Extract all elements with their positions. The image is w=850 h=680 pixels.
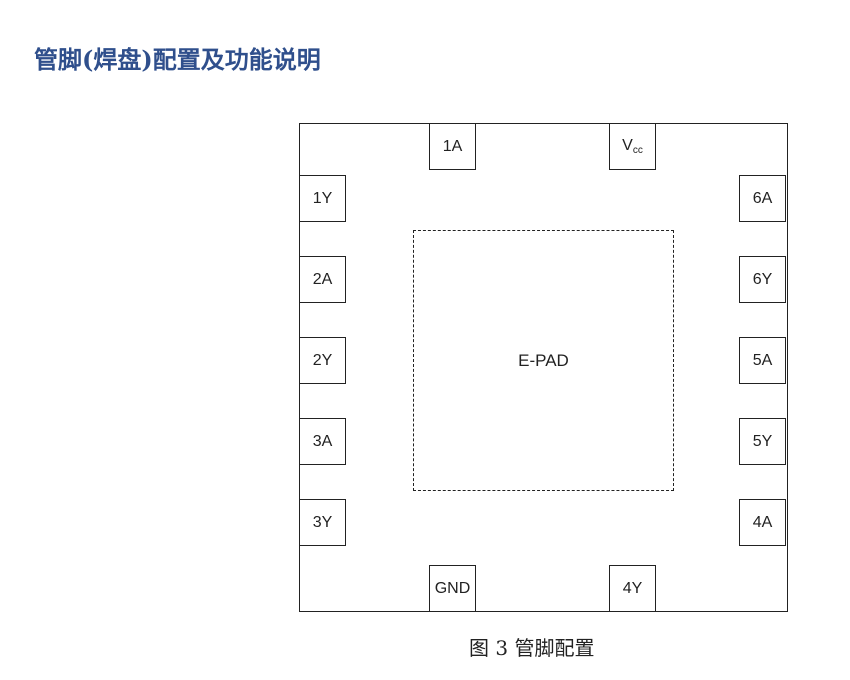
pin-4a: 4A — [739, 499, 786, 546]
pin-1a: 1A — [429, 123, 476, 170]
pin-3y-label: 3Y — [312, 513, 333, 531]
pin-gnd: GND — [429, 565, 476, 612]
pin-2a-label: 2A — [312, 270, 333, 288]
pin-5y: 5Y — [739, 418, 786, 465]
pin-vcc-main: V — [622, 137, 633, 154]
pin-2y: 2Y — [299, 337, 346, 384]
section-title: 管脚(焊盘)配置及功能说明 — [34, 45, 321, 74]
exposed-pad: E-PAD — [413, 230, 674, 491]
pin-6a-label: 6A — [752, 189, 773, 207]
pin-gnd-label: GND — [434, 579, 471, 597]
pin-3a-label: 3A — [312, 432, 333, 450]
pin-3a: 3A — [299, 418, 346, 465]
pin-4y: 4Y — [609, 565, 656, 612]
pin-1y: 1Y — [299, 175, 346, 222]
pin-2y-label: 2Y — [312, 351, 333, 369]
pin-1y-label: 1Y — [312, 189, 333, 207]
pin-6a: 6A — [739, 175, 786, 222]
figure-caption: 图 3 管脚配置 — [469, 636, 595, 660]
pin-6y-label: 6Y — [752, 270, 773, 288]
pin-3y: 3Y — [299, 499, 346, 546]
exposed-pad-label: E-PAD — [518, 350, 569, 370]
pin-vcc-label: Vcc — [622, 137, 643, 156]
pin-4y-label: 4Y — [622, 579, 643, 597]
pin-vcc-subscript: cc — [632, 145, 643, 156]
pin-5y-label: 5Y — [752, 432, 773, 450]
pin-4a-label: 4A — [752, 513, 773, 531]
pin-5a-label: 5A — [752, 351, 773, 369]
pin-5a: 5A — [739, 337, 786, 384]
pin-vcc: Vcc — [609, 123, 656, 170]
pin-6y: 6Y — [739, 256, 786, 303]
pin-2a: 2A — [299, 256, 346, 303]
package-outline: 1A Vcc 1Y 2A 2Y 3A 3Y 6A 6Y 5A 5Y 4A GND… — [299, 123, 788, 612]
pin-1a-label: 1A — [442, 137, 463, 155]
